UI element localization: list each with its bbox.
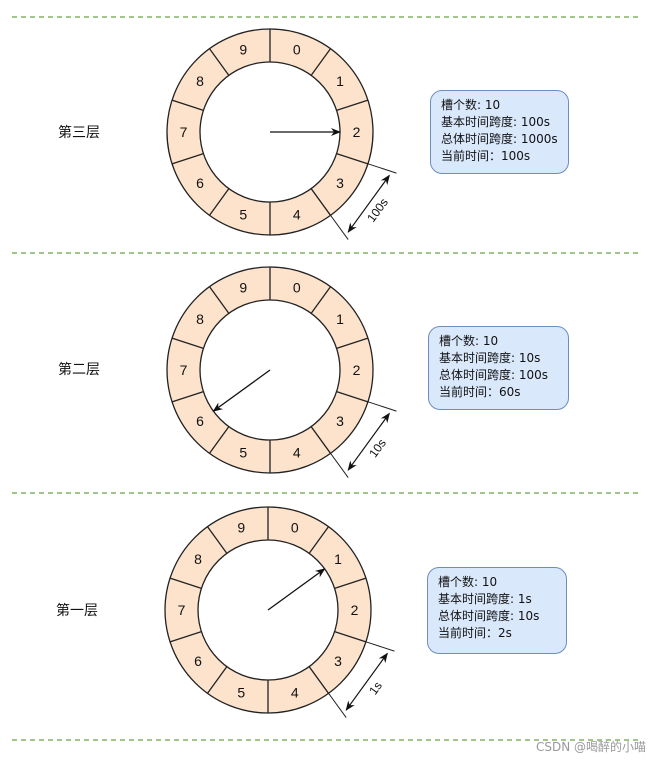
slot-divider <box>336 337 369 349</box>
dimension-extension-line <box>367 401 397 412</box>
slot-divider <box>208 48 230 76</box>
info-slot-count: 槽个数: 10 <box>439 334 499 348</box>
info-slot-count: 槽个数: 10 <box>441 98 501 112</box>
layer-label-3: 第三层 <box>58 125 100 141</box>
slot-label-7: 7 <box>180 362 188 378</box>
slot-divider <box>169 631 202 643</box>
slot-label-6: 6 <box>194 653 202 669</box>
slot-label-3: 3 <box>334 653 342 669</box>
slot-label-8: 8 <box>196 73 204 89</box>
slot-label-2: 2 <box>351 602 359 618</box>
dimension-extension-line <box>365 641 395 652</box>
span-dimension-arrow <box>345 652 388 711</box>
slot-label-7: 7 <box>178 602 186 618</box>
info-current-time: 当前时间：2s <box>438 626 512 640</box>
slot-divider <box>206 666 228 694</box>
dimension-extension-line <box>367 163 397 174</box>
info-current-time: 当前时间：60s <box>439 385 521 399</box>
span-label: 1s <box>366 679 385 697</box>
slot-label-8: 8 <box>194 551 202 567</box>
slot-label-0: 0 <box>293 42 301 58</box>
slot-label-6: 6 <box>196 413 204 429</box>
slot-divider <box>208 286 230 314</box>
slot-divider <box>171 391 204 403</box>
slot-divider <box>171 337 204 349</box>
slot-label-5: 5 <box>237 684 245 700</box>
slot-label-5: 5 <box>239 206 247 222</box>
info-total-span: 总体时间跨度: 100s <box>439 368 549 382</box>
slot-label-6: 6 <box>196 175 204 191</box>
slot-divider <box>169 577 202 589</box>
slot-label-9: 9 <box>239 42 247 58</box>
info-box-layer-2: 槽个数: 10 基本时间跨度: 10s 总体时间跨度: 100s 当前时间：60… <box>428 326 569 410</box>
slot-divider <box>336 153 369 165</box>
slot-label-1: 1 <box>336 73 344 89</box>
slot-label-8: 8 <box>196 311 204 327</box>
slot-divider <box>308 526 330 554</box>
watermark: CSDN @喝醉的小喵 <box>535 740 646 754</box>
slot-label-3: 3 <box>336 175 344 191</box>
slot-label-2: 2 <box>353 362 361 378</box>
info-slot-count: 槽个数: 10 <box>438 575 498 589</box>
current-slot-pointer-arrow <box>267 568 326 611</box>
info-current-time: 当前时间：100s <box>441 149 531 163</box>
dimension-extension-line <box>310 426 349 478</box>
span-dimension-arrow <box>347 174 390 233</box>
slot-divider <box>336 99 369 111</box>
span-label: 100s <box>364 196 391 225</box>
slot-label-5: 5 <box>239 444 247 460</box>
slot-label-4: 4 <box>293 206 301 222</box>
slot-divider <box>310 48 332 76</box>
slot-label-0: 0 <box>293 280 301 296</box>
slot-divider <box>334 631 367 643</box>
slot-divider <box>208 426 230 454</box>
info-base-span: 基本时间跨度: 10s <box>439 351 541 365</box>
info-base-span: 基本时间跨度: 100s <box>441 115 551 129</box>
slot-label-4: 4 <box>291 684 299 700</box>
info-total-span: 总体时间跨度: 10s <box>438 609 540 623</box>
slot-label-4: 4 <box>293 444 301 460</box>
slot-divider <box>310 286 332 314</box>
slot-divider <box>208 188 230 216</box>
slot-divider <box>171 99 204 111</box>
slot-divider <box>206 526 228 554</box>
slot-label-7: 7 <box>180 124 188 140</box>
slot-label-0: 0 <box>291 520 299 536</box>
slot-label-2: 2 <box>353 124 361 140</box>
layer-label-1: 第一层 <box>56 603 98 619</box>
slot-label-3: 3 <box>336 413 344 429</box>
layer-label-2: 第二层 <box>58 362 100 378</box>
info-box-layer-1: 槽个数: 10 基本时间跨度: 1s 总体时间跨度: 10s 当前时间：2s <box>427 567 567 654</box>
dimension-extension-line <box>310 188 349 240</box>
dimension-extension-line <box>308 666 347 718</box>
info-base-span: 基本时间跨度: 1s <box>438 592 532 606</box>
slot-label-1: 1 <box>336 311 344 327</box>
slot-divider <box>334 577 367 589</box>
slot-label-9: 9 <box>239 280 247 296</box>
slot-divider <box>336 391 369 403</box>
span-dimension-arrow <box>347 412 390 471</box>
current-slot-pointer-arrow <box>212 369 271 412</box>
info-total-span: 总体时间跨度: 1000s <box>441 132 558 146</box>
info-box-layer-3: 槽个数: 10 基本时间跨度: 100s 总体时间跨度: 1000s 当前时间：… <box>430 90 569 174</box>
slot-label-9: 9 <box>237 520 245 536</box>
slot-divider <box>171 153 204 165</box>
slot-label-1: 1 <box>334 551 342 567</box>
